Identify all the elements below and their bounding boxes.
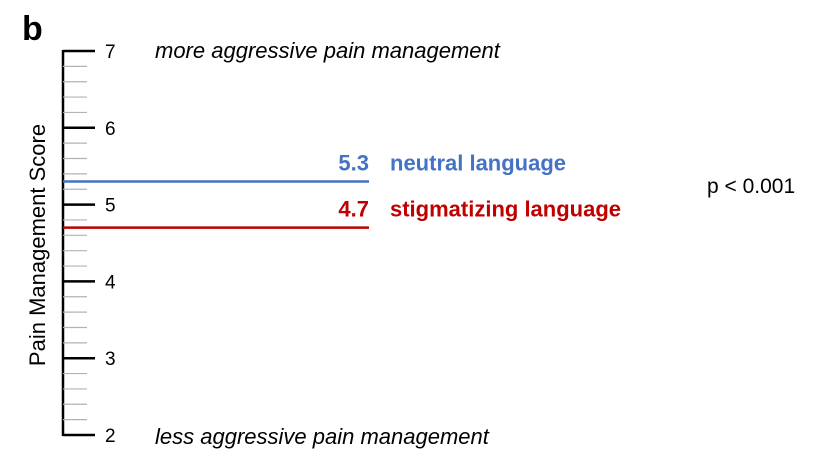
y-axis-tick-labels: 2 3 4 5 6 7 [105,42,116,447]
panel-label: b [22,10,43,48]
y-tick-label: 5 [105,196,116,217]
series-value-label: 5.3 [338,151,369,176]
bottom-annotation: less aggressive pain management [155,424,490,449]
series-layer: 5.3 neutral language 4.7 stigmatizing langu… [63,151,621,229]
top-annotation: more aggressive pain management [155,38,501,63]
y-tick-label: 4 [105,272,116,293]
y-tick-label: 2 [105,426,116,447]
y-tick-label: 6 [105,119,116,140]
y-axis-ticks [63,49,95,437]
p-value-label: p < 0.001 [707,175,795,198]
series-name-label: stigmatizing language [390,197,621,222]
y-tick-label: 3 [105,349,116,370]
series-value-label: 4.7 [338,197,369,222]
series-name-label: neutral language [390,151,566,176]
y-axis-label: Pain Management Score [25,124,50,366]
y-tick-label: 7 [105,42,116,63]
